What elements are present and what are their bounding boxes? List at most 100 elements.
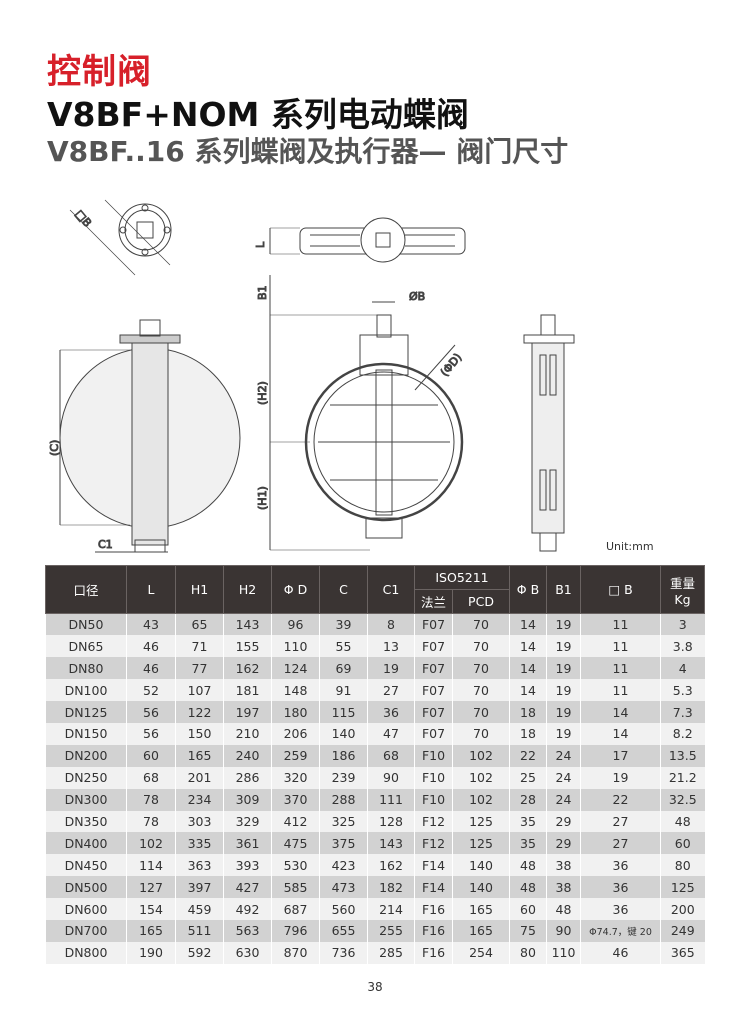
table-cell: 90 [546,919,581,942]
table-cell: 70 [452,679,510,702]
table-cell: 165 [126,919,176,942]
table-cell: 90 [367,766,415,789]
table-cell: 14 [509,679,547,702]
table-cell: 60 [660,832,705,855]
label-h2: (H2) [256,381,269,405]
table-cell: F07 [414,679,453,702]
table-cell: DN500 [45,876,127,899]
col-iso5211: ISO5211 [414,565,510,590]
table-cell: 181 [223,679,272,702]
table-cell: DN50 [45,613,127,636]
table-cell: F14 [414,876,453,899]
table-cell: 14 [580,722,661,745]
table-cell: 35 [509,810,547,833]
table-cell: 255 [367,919,415,942]
table-cell: 78 [126,788,176,811]
table-cell: 70 [452,657,510,680]
table-cell: 11 [580,679,661,702]
table-cell: 511 [175,919,224,942]
table-cell: 427 [223,876,272,899]
table-cell: 563 [223,919,272,942]
valve-dimension-drawing: □B (C) C1 L B1 ØB (ΦD) (H2) (H1) [48,199,575,553]
table-cell: 11 [580,613,661,636]
table-cell: 560 [319,898,368,920]
table-cell: 68 [126,766,176,789]
table-cell: F10 [414,766,453,789]
series-title: V8BF+NOM 系列电动蝶阀 [47,95,469,134]
table-cell: 423 [319,854,368,877]
table-cell: 60 [509,898,547,920]
table-cell: 29 [546,832,581,855]
table-cell: 91 [319,679,368,702]
table-cell: 592 [175,941,224,964]
table-cell: 796 [271,919,320,942]
table-cell: 114 [126,854,176,877]
col-c: C [319,565,368,614]
table-cell: F07 [414,722,453,745]
table-cell: 52 [126,679,176,702]
col-sqb: □ B [580,565,661,614]
table-cell: 140 [452,854,510,877]
table-cell: 234 [175,788,224,811]
table-cell: DN450 [45,854,127,877]
table-cell: 11 [580,635,661,658]
table-cell: 36 [367,701,415,723]
table-cell: 165 [175,744,224,767]
table-cell: 8.2 [660,722,705,745]
table-cell: 70 [452,635,510,658]
table-cell: 18 [509,722,547,745]
table-cell: 148 [271,679,320,702]
table-cell: F16 [414,941,453,964]
table-cell: 78 [126,810,176,833]
table-cell: 38 [546,876,581,899]
table-cell: 3.8 [660,635,705,658]
table-cell: 80 [660,854,705,877]
table-cell: 24 [546,788,581,811]
table-cell: 8 [367,613,415,636]
table-cell: 140 [452,876,510,899]
table-cell: 240 [223,744,272,767]
table-cell: 182 [367,876,415,899]
table-cell: 361 [223,832,272,855]
table-cell: 69 [319,657,368,680]
table-cell: 46 [580,941,661,964]
col-c1: C1 [367,565,415,614]
table-cell: 143 [223,613,272,636]
table-cell: 492 [223,898,272,920]
table-cell: 530 [271,854,320,877]
table-cell: 102 [452,766,510,789]
table-cell: 27 [580,832,661,855]
table-cell: 77 [175,657,224,680]
table-cell: 206 [271,722,320,745]
label-b1: B1 [256,285,269,300]
table-cell: 39 [319,613,368,636]
table-cell: 55 [319,635,368,658]
table-cell: 19 [546,657,581,680]
table-cell: 70 [452,722,510,745]
table-cell: 48 [509,854,547,877]
table-cell: DN700 [45,919,127,942]
table-cell: 18 [509,701,547,723]
table-cell: 48 [546,898,581,920]
table-cell: 127 [126,876,176,899]
table-cell: 19 [546,701,581,723]
table-cell: 48 [509,876,547,899]
table-cell: 70 [452,701,510,723]
table-cell: 110 [271,635,320,658]
table-cell: 24 [546,744,581,767]
col-b1: B1 [546,565,581,614]
table-cell: DN250 [45,766,127,789]
table-cell: 286 [223,766,272,789]
table-cell: 28 [509,788,547,811]
table-cell: F10 [414,788,453,811]
table-cell: 128 [367,810,415,833]
table-cell: 143 [367,832,415,855]
